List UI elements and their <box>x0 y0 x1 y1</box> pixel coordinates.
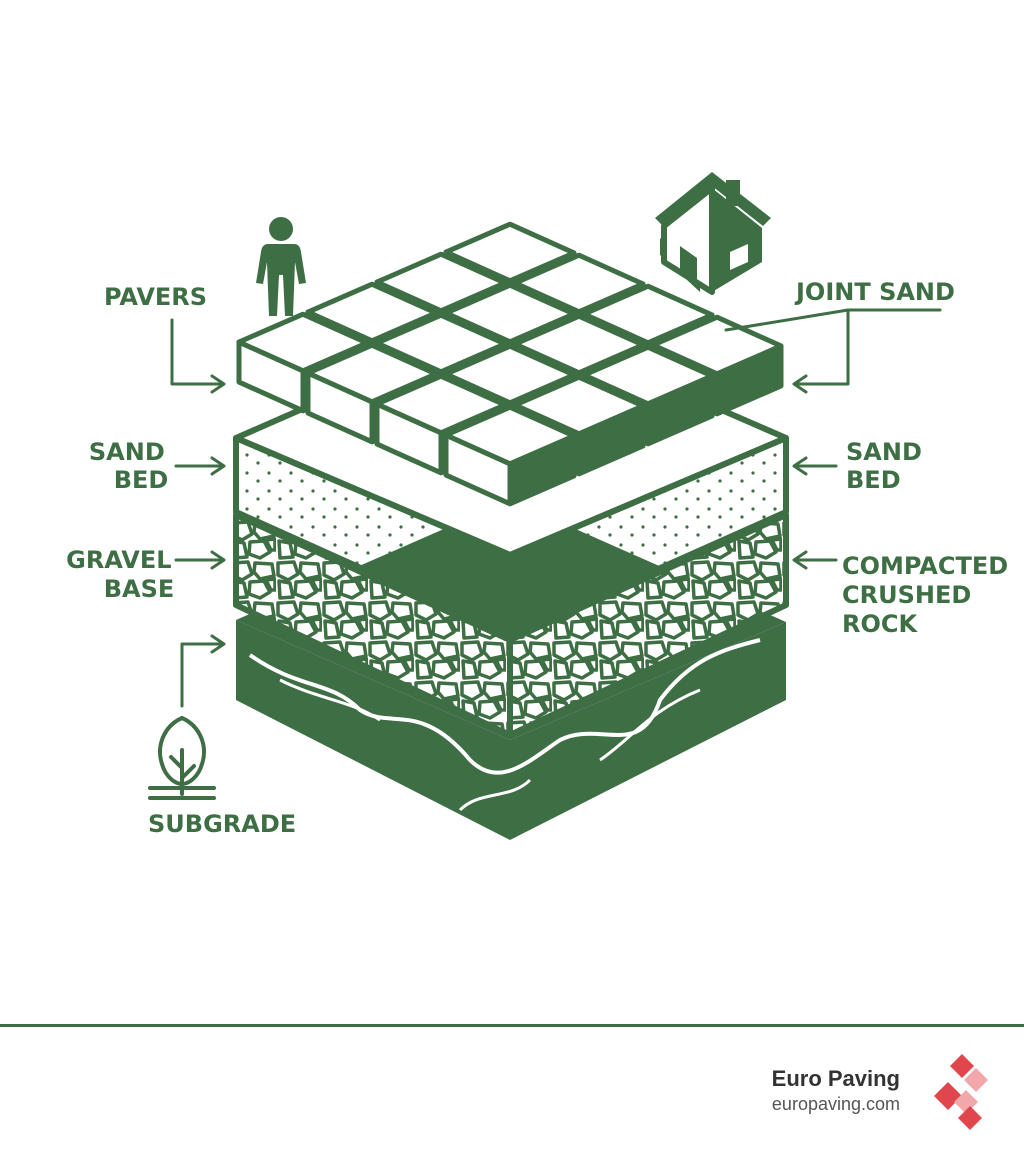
paver-top <box>305 342 439 405</box>
paver-top <box>443 221 577 284</box>
paver-top <box>581 283 715 346</box>
tree-icon <box>148 715 216 800</box>
person-icon <box>256 217 306 316</box>
label-pavers: PAVERS <box>104 283 207 311</box>
paver-top <box>443 282 577 345</box>
brand-url[interactable]: europaving.com <box>771 1094 900 1114</box>
paver-top <box>443 343 577 406</box>
joint-sand-arrow <box>794 308 942 386</box>
label-sand-bed-left: SAND BED <box>89 438 173 494</box>
paver-top <box>236 311 370 374</box>
subgrade-arrow <box>180 642 224 708</box>
label-compacted-rock: COMPACTED CRUSHED ROCK <box>842 552 1017 638</box>
label-gravel-base: GRAVEL BASE <box>66 546 180 603</box>
paver-top <box>374 373 508 436</box>
label-joint-sand: JOINT SAND <box>794 278 955 306</box>
leader-lines <box>170 308 942 708</box>
paver-top <box>512 374 646 437</box>
pavers-arrow <box>170 318 224 386</box>
footer-divider <box>0 1024 1024 1027</box>
house-icon <box>655 172 771 295</box>
paver-top <box>305 281 439 344</box>
paver-top <box>512 252 646 315</box>
paver-top <box>581 344 715 407</box>
brand-name: Euro Paving <box>771 1066 900 1091</box>
paver-top <box>650 314 784 377</box>
label-sand-bed-right: SAND BED <box>846 438 930 494</box>
gravel-base-layer <box>233 512 789 738</box>
euro-paving-diamond-logo <box>934 1054 988 1130</box>
paver-top <box>374 251 508 314</box>
brand-block: Euro Paving europaving.com <box>772 1066 900 1116</box>
paver-top <box>512 313 646 376</box>
paver-layers-diagram: PAVERS JOINT SAND SAND BED SAND BED GRAV… <box>66 172 1017 840</box>
pavers-layer <box>236 221 784 507</box>
paver-top <box>443 404 577 467</box>
label-subgrade: SUBGRADE <box>148 810 296 838</box>
paver-top <box>374 312 508 375</box>
